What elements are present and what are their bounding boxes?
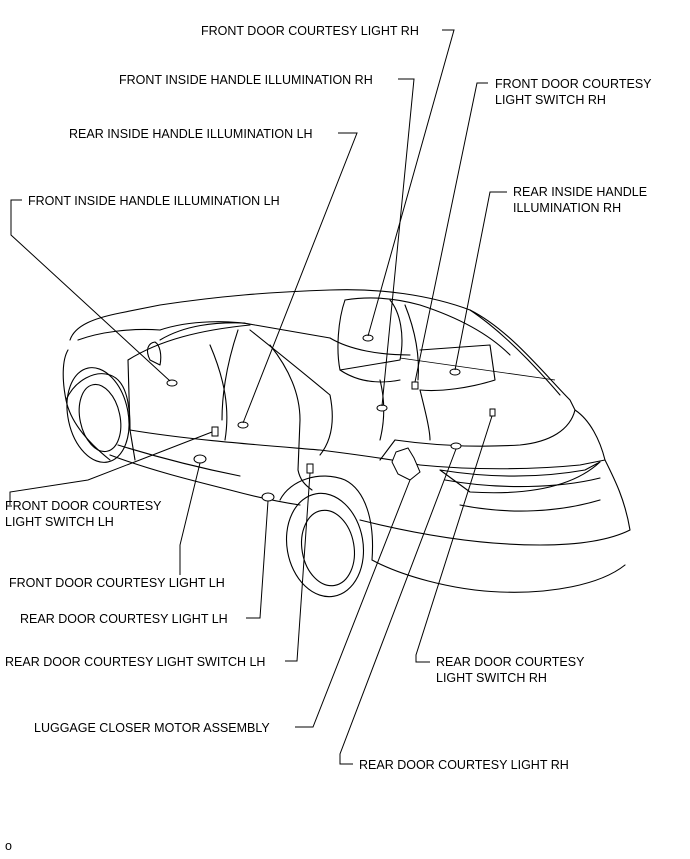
label-rear-inside-handle-illumination-rh: REAR INSIDE HANDLE ILLUMINATION RH (513, 185, 651, 215)
rear-door-courtesy-light-switch-rh-marker (489, 408, 496, 417)
label-rear-door-courtesy-light-lh: REAR DOOR COURTESY LIGHT LH (20, 612, 228, 626)
label-front-inside-handle-illumination-rh: FRONT INSIDE HANDLE ILLUMINATION RH (119, 73, 373, 87)
rear-door-courtesy-light-lh-marker (261, 492, 275, 502)
label-line: REAR DOOR COURTESY (436, 655, 585, 669)
rear-door-courtesy-light-rh-marker (450, 442, 462, 450)
front-door-courtesy-light-lh-marker (193, 454, 207, 464)
luggage-closer-motor-assembly-marker (391, 447, 421, 481)
label-line: REAR INSIDE HANDLE (513, 185, 647, 199)
label-line: FRONT DOOR COURTESY (495, 77, 652, 91)
leader-lines (9, 29, 507, 765)
footer-code: o (5, 839, 12, 853)
label-front-door-courtesy-light-rh: FRONT DOOR COURTESY LIGHT RH (201, 24, 419, 38)
front-door-courtesy-light-switch-rh-marker (411, 381, 419, 390)
label-line: LIGHT SWITCH LH (5, 515, 114, 529)
label-line: LIGHT SWITCH RH (436, 671, 547, 685)
label-rear-door-courtesy-light-switch-rh: REAR DOOR COURTESY LIGHT SWITCH RH (436, 655, 588, 685)
label-rear-door-courtesy-light-rh: REAR DOOR COURTESY LIGHT RH (359, 758, 569, 772)
label-front-door-courtesy-light-switch-rh: FRONT DOOR COURTESY LIGHT SWITCH RH (495, 77, 655, 107)
label-rear-inside-handle-illumination-lh: REAR INSIDE HANDLE ILLUMINATION LH (69, 127, 313, 141)
component-markers (166, 334, 496, 502)
label-luggage-closer-motor-assembly: LUGGAGE CLOSER MOTOR ASSEMBLY (34, 721, 270, 735)
rear-door-courtesy-light-switch-lh-marker (306, 463, 314, 474)
callout-labels: FRONT DOOR COURTESY LIGHT RH FRONT INSID… (5, 24, 655, 853)
front-door-courtesy-light-switch-lh-marker (211, 426, 219, 437)
label-line: FRONT DOOR COURTESY (5, 499, 162, 513)
vehicle-illustration (62, 289, 631, 598)
label-front-door-courtesy-light-lh: FRONT DOOR COURTESY LIGHT LH (9, 576, 225, 590)
label-front-door-courtesy-light-switch-lh: FRONT DOOR COURTESY LIGHT SWITCH LH (5, 499, 165, 529)
label-line: LIGHT SWITCH RH (495, 93, 606, 107)
label-rear-door-courtesy-light-switch-lh: REAR DOOR COURTESY LIGHT SWITCH LH (5, 655, 265, 669)
label-line: ILLUMINATION RH (513, 201, 621, 215)
label-front-inside-handle-illumination-lh: FRONT INSIDE HANDLE ILLUMINATION LH (28, 194, 280, 208)
front-inside-handle-illumination-lh-marker (166, 379, 178, 387)
